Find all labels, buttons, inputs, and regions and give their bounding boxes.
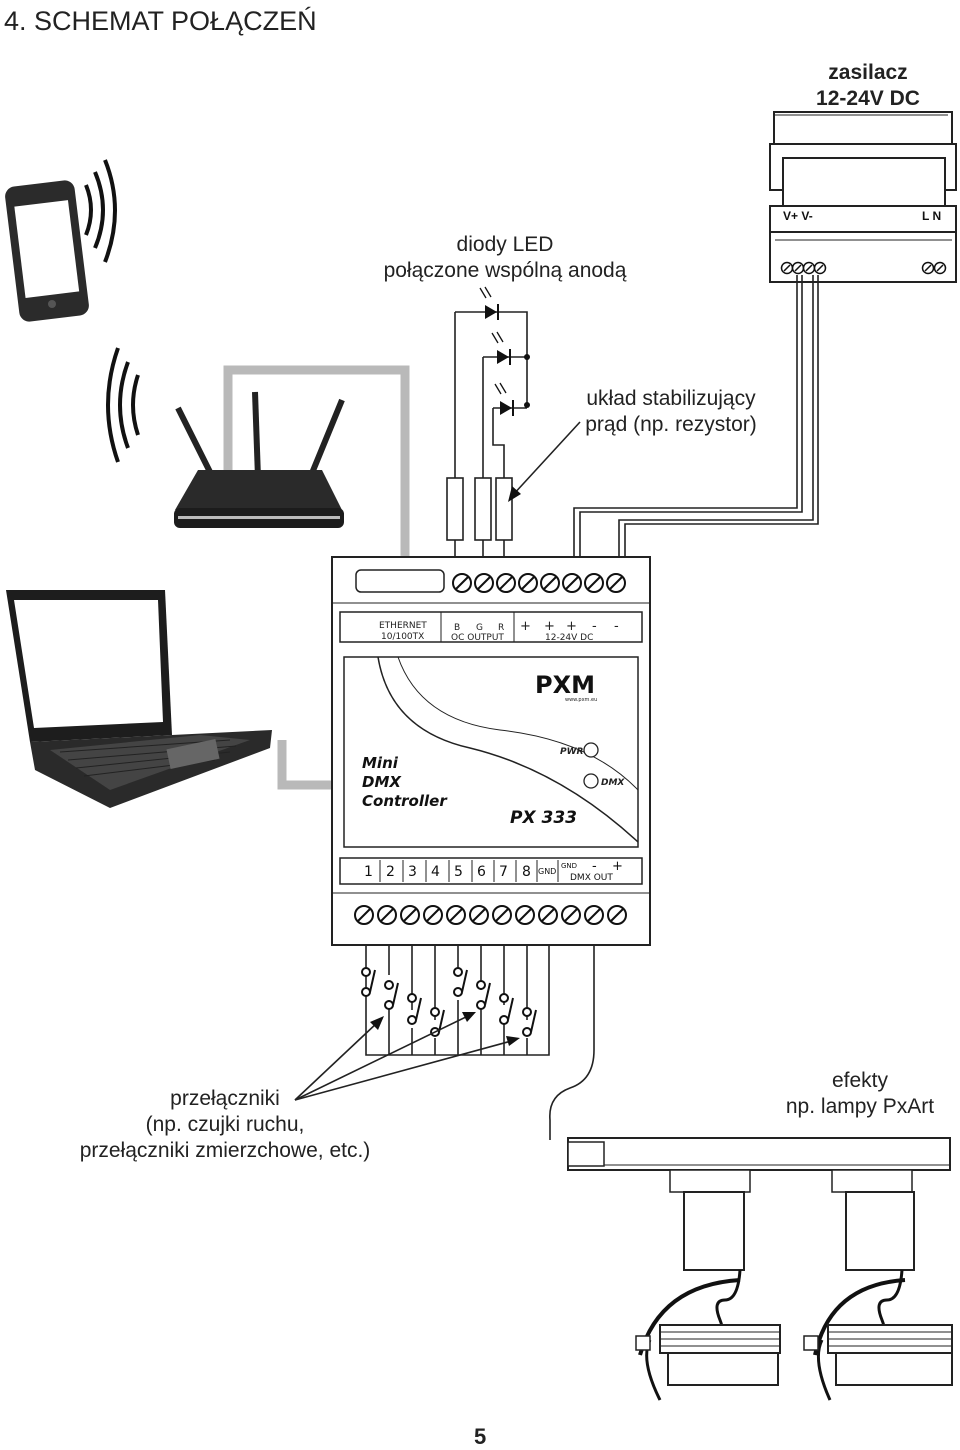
input-5-label: 5 [454,864,463,880]
page-number: 5 [474,1424,487,1449]
switches-label-line3: przełączniki zmierzchowe, etc.) [79,1139,371,1162]
dmx-plus-label: + [612,859,623,874]
psu-label: zasilacz 12-24V DC [770,60,960,112]
router-wifi-waves-icon [106,347,140,463]
input-6-label: 6 [477,864,486,880]
controller-name-line3: Controller [362,792,448,810]
switches-label-line1: przełączniki [170,1087,280,1110]
psu-screw-terminals [780,261,947,275]
output-r-label: R [498,623,504,633]
stabilizer-label-line2: prąd (np. rezystor) [585,413,757,436]
laptop-icon [6,590,272,808]
psu-wires [573,275,819,556]
controller-model: PX 333 [510,808,577,828]
output-g-label: G [476,623,483,633]
led-circuit [446,311,528,556]
power-supply-unit: V+ V- L N [769,111,957,283]
power-sign-1: + [520,619,531,634]
switches-label-line2: (np. czujki ruchu, [145,1113,305,1136]
led-diode-icons [479,286,530,416]
pwr-led-label: PWR [560,747,584,757]
dmx-led-icon [583,773,599,789]
ethernet-speed-label: 10/100TX [381,632,424,642]
dmx-controller [331,556,651,946]
input-2-label: 2 [386,864,395,880]
pxart-lamp-track [567,1137,951,1171]
ethernet-label: ETHERNET [379,621,427,631]
dmx-out-label: DMX OUT [570,873,613,883]
power-voltage-label: 12-24V DC [545,633,593,643]
dmx-led-label: DMX [601,778,625,788]
input-3-label: 3 [408,864,417,880]
stabilizer-label: układ stabilizujący prąd (np. rezystor) [564,386,778,438]
psu-label-line2: 12-24V DC [816,87,920,110]
psu-terminal-vplus-vminus: V+ V- [783,209,813,223]
dmx-minus-label: - [592,859,597,874]
pxm-logo: PXM [535,671,595,699]
leds-label-line1: diody LED [456,233,554,256]
router-icon [174,391,345,528]
power-sign-3: + [566,619,577,634]
input-4-label: 4 [431,864,440,880]
input-1-label: 1 [364,864,373,880]
leds-label: diody LED połączone wspólną anodą [360,232,650,284]
effects-label-line2: np. lampy PxArt [785,1095,935,1118]
page-title: 4. SCHEMAT POŁĄCZEŃ [4,6,317,36]
switches-label: przełączniki (np. czujki ruchu, przełącz… [40,1086,410,1164]
leds-label-line2: połączone wspólną anodą [383,259,627,282]
phone-wifi-waves-icon [84,159,117,263]
top-screw-terminals [452,573,626,593]
controller-name-line2: DMX [362,773,402,791]
dmx-gnd-label: GND [561,862,577,870]
power-sign-5: - [614,619,619,634]
psu-terminal-ln: L N [922,209,941,223]
oc-output-label: OC OUTPUT [451,633,504,643]
switch-icons [361,967,537,1037]
output-b-label: B [454,623,460,633]
stabilizer-pointer-arrow [508,421,581,502]
power-sign-2: + [544,619,555,634]
effects-label: efekty np. lampy PxArt [758,1068,960,1120]
effects-label-line1: efekty [831,1069,889,1092]
lamp-icon-2 [803,1169,953,1401]
input-8-label: 8 [522,864,531,880]
controller-name-line1: Mini [362,754,399,772]
gnd-label: GND [538,867,556,876]
input-7-label: 7 [499,864,508,880]
power-sign-4: - [592,619,597,634]
stabilizer-label-line1: układ stabilizujący [586,387,756,410]
pwr-led-icon [583,742,599,758]
lamp-icon-1 [635,1169,781,1401]
smartphone-icon [5,180,89,322]
pxm-url: www.pxm.eu [565,697,597,703]
psu-label-line1: zasilacz [828,61,908,84]
bottom-screw-terminals [354,905,627,925]
switch-pointer-arrows [294,1012,520,1101]
